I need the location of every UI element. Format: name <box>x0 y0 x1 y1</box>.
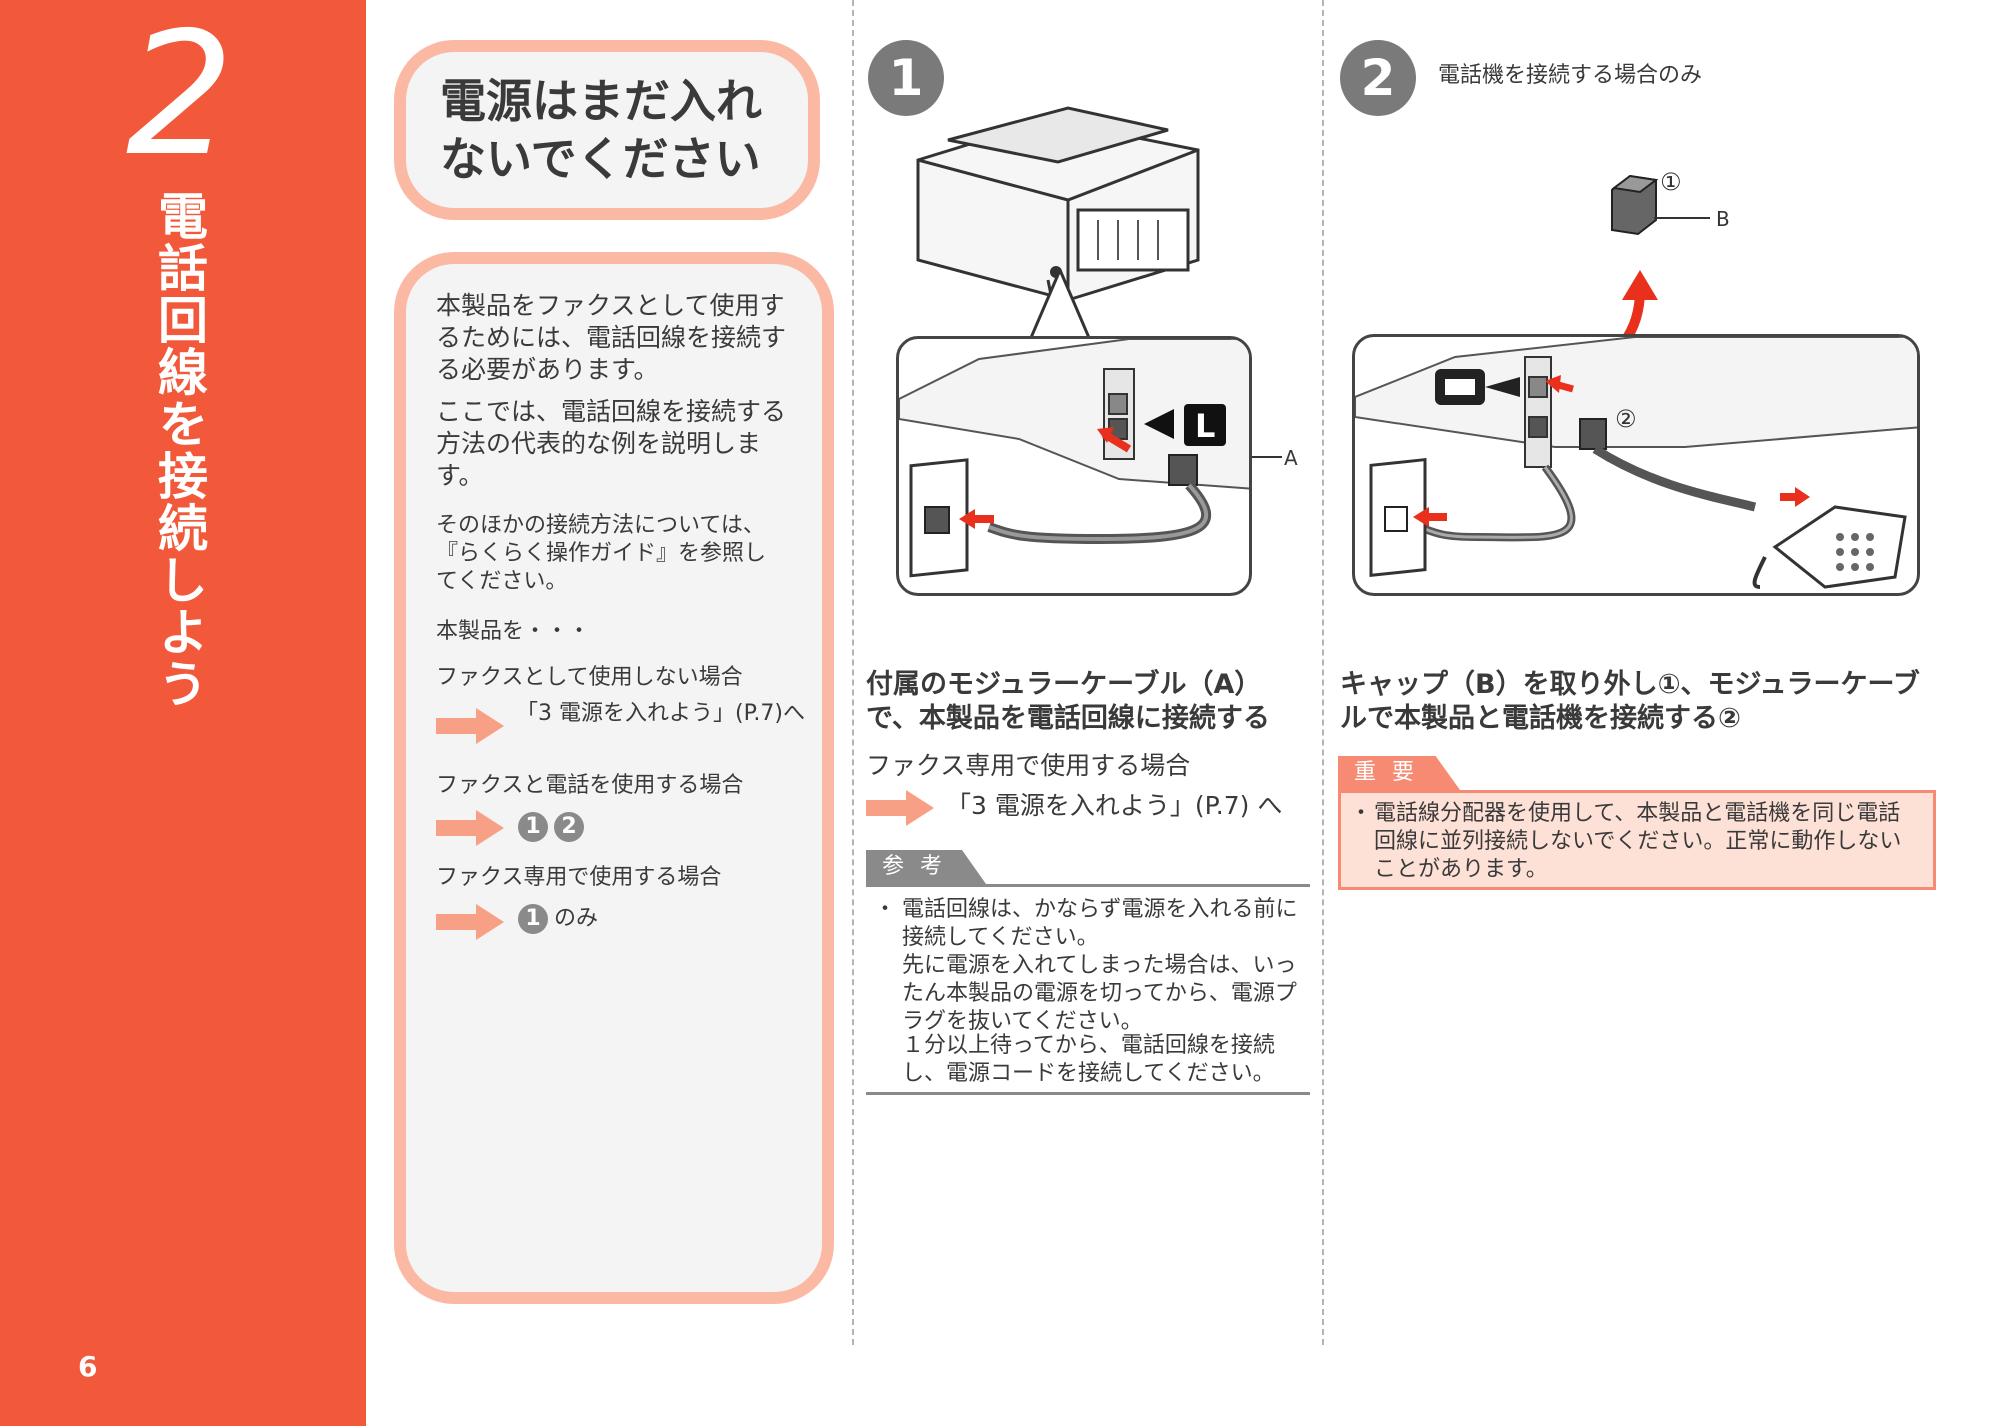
marker-one: ① <box>1660 168 1682 196</box>
arrow-right-icon <box>436 810 504 846</box>
important-box <box>1338 790 1936 890</box>
printer-illustration <box>916 106 1200 331</box>
phone-connection-panel: ② <box>1352 334 1920 596</box>
important-bullet: ・ <box>1350 801 1373 826</box>
case-label: ファクスとして使用しない場合 <box>436 665 743 690</box>
chapter-number: 2 <box>125 0 235 194</box>
important-text: 電話線分配器を使用して、本製品と電話機を同じ電話回線に並列接続しないでください。… <box>1374 801 1902 882</box>
column-divider <box>852 0 854 1345</box>
reference-rule <box>866 1092 1310 1095</box>
marker-two: ② <box>1615 405 1637 433</box>
intro-paragraph: 本製品をファクスとして使用するためには、電話回線を接続する必要があります。 <box>436 291 787 384</box>
intro-paragraph: そのほかの接続方法については、『らくらく操作ガイド』を参照してください。 <box>436 513 767 594</box>
step-subheading: ファクス専用で使用する場合 <box>866 751 1191 780</box>
sidebar <box>0 0 366 1426</box>
step-badge[interactable]: 2 <box>554 812 584 842</box>
callout-line <box>1252 456 1282 458</box>
reference-tag: 参考 <box>866 850 986 884</box>
arrow-right-icon <box>436 708 504 744</box>
port-label-l: L <box>1195 407 1215 445</box>
step-badge[interactable]: 1 <box>518 904 548 934</box>
step-heading: 付属のモジュラーケーブル（A）で、本製品を電話回線に接続する <box>866 669 1270 734</box>
case-suffix: のみ <box>554 906 599 931</box>
reference-text: 電話回線は、かならず電源を入れる前に接続してください。 <box>902 897 1298 950</box>
callout-label-b: B <box>1716 207 1730 231</box>
intro-lead: 本製品を・・・ <box>436 619 591 644</box>
zoom-pointer <box>1030 270 1090 340</box>
page-number: 6 <box>78 1350 98 1383</box>
reference-text: １分以上待ってから、電話回線を接続し、電源コードを接続してください。 <box>902 1033 1275 1086</box>
notice-text: 電源はまだ入れないでください <box>440 74 762 186</box>
step-caption: 電話機を接続する場合のみ <box>1438 63 1703 88</box>
chapter-title: 電話回線を接続しよう <box>150 190 208 710</box>
reference-bullet: ・ <box>874 897 897 922</box>
arrow-right-icon <box>866 790 934 826</box>
step-number-badge: 2 <box>1340 40 1416 116</box>
goto-link-text[interactable]: 「3 電源を入れよう」(P.7) へ <box>946 791 1283 820</box>
cap-illustration: ① B <box>1611 168 1730 236</box>
intro-box <box>394 252 834 1304</box>
arrow-right-icon <box>436 904 504 940</box>
intro-paragraph: ここでは、電話回線を接続する方法の代表的な例を説明します。 <box>436 397 787 490</box>
step-number-badge: 1 <box>868 40 944 116</box>
column-divider <box>1322 0 1324 1345</box>
case-link-text[interactable]: 「3 電源を入れよう」(P.7)へ <box>516 701 805 726</box>
case-label: ファクスと電話を使用する場合 <box>436 773 744 798</box>
reference-text: 先に電源を入れてしまった場合は、いったん本製品の電源を切ってから、電源プラグを抜… <box>902 953 1297 1034</box>
case-label: ファクス専用で使用する場合 <box>436 865 722 890</box>
step-badge[interactable]: 1 <box>518 812 548 842</box>
important-tag: 重要 <box>1338 756 1460 790</box>
step-heading: キャップ（B）を取り外し①、モジュラーケーブルで本製品と電話機を接続する② <box>1340 669 1920 734</box>
reference-rule <box>866 884 1310 887</box>
port-closeup-panel: L <box>896 336 1252 596</box>
notice-box <box>394 40 820 220</box>
callout-label-a: A <box>1284 446 1298 470</box>
